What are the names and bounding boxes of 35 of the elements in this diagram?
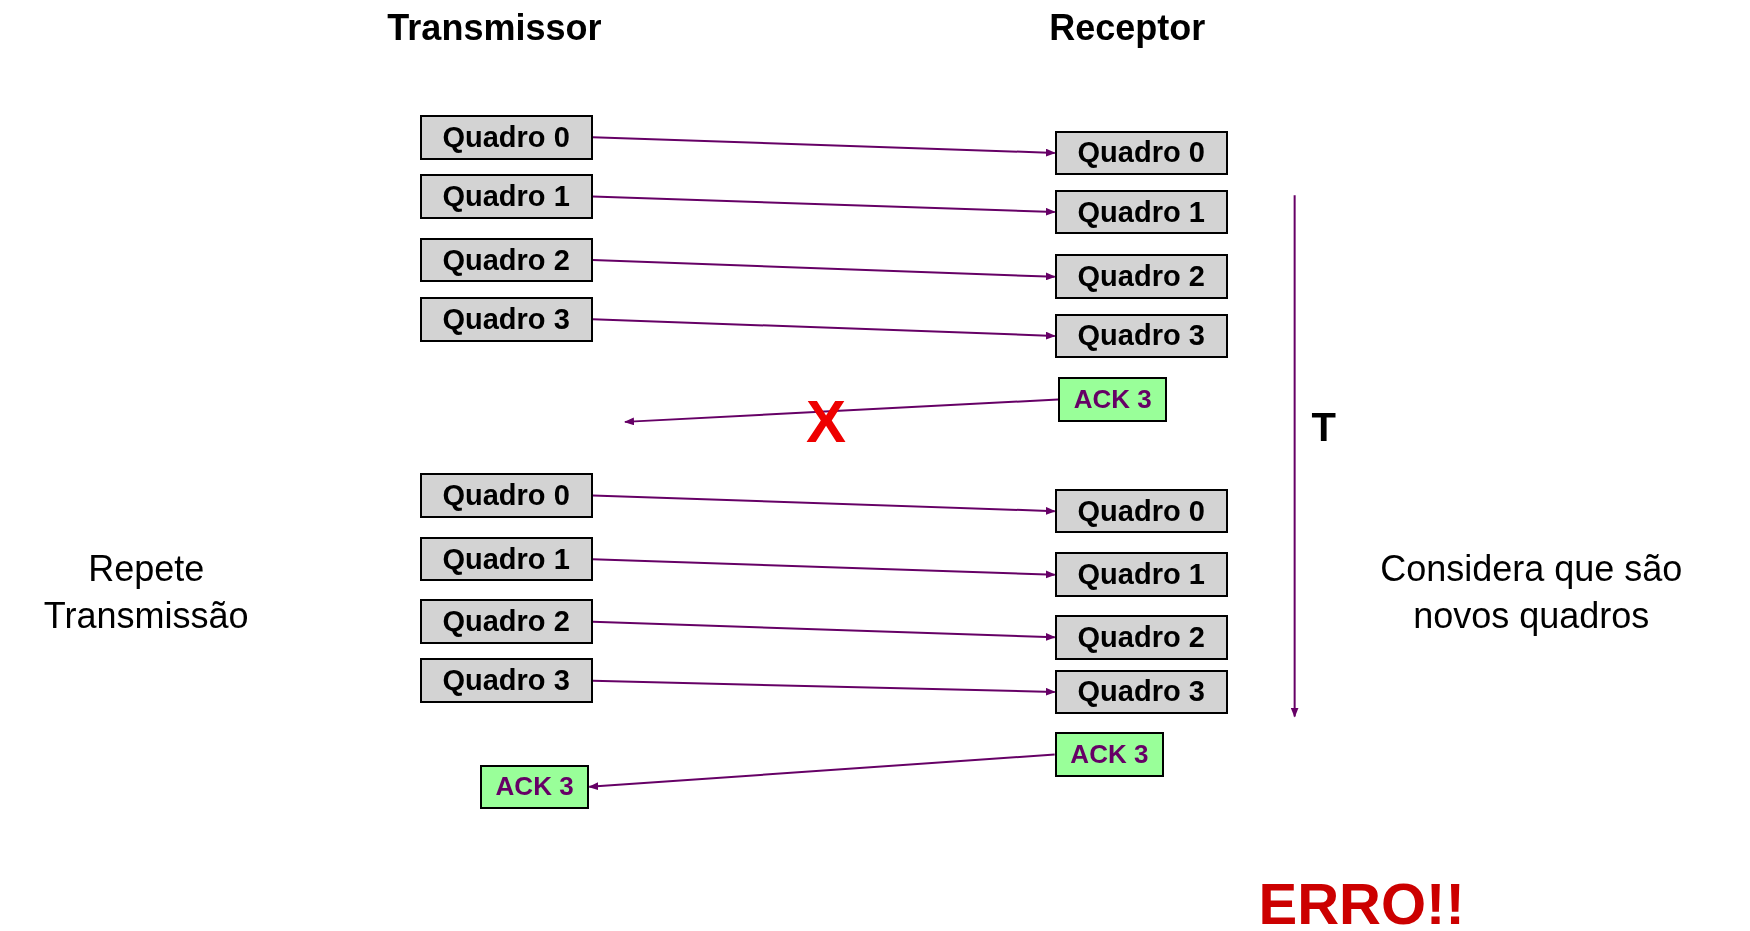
frame-box: Quadro 0	[419, 114, 593, 160]
ack-box: ACK 3	[479, 764, 590, 810]
arrow	[591, 195, 1056, 216]
frame-box: Quadro 3	[1054, 313, 1228, 359]
arrow	[591, 620, 1056, 641]
frame-box: Quadro 3	[1054, 669, 1228, 715]
frame-box: Quadro 3	[419, 658, 593, 704]
frame-box: Quadro 2	[419, 599, 593, 644]
frame-box: Quadro 1	[419, 536, 593, 582]
frame-box: Quadro 2	[419, 237, 593, 283]
arrow	[591, 259, 1056, 281]
error-text: ERRO!!	[1258, 870, 1465, 931]
frame-box: Quadro 3	[419, 296, 593, 342]
ack-box: ACK 3	[1054, 732, 1165, 777]
frame-box: Quadro 2	[1054, 254, 1228, 300]
frame-box: Quadro 1	[1054, 189, 1228, 235]
arrow	[591, 318, 1056, 340]
side-note: Repete Transmissão	[42, 546, 250, 638]
arrow	[624, 398, 1060, 426]
column-heading: Transmissor	[387, 5, 602, 50]
time-label: T	[1311, 404, 1336, 452]
arrow	[591, 679, 1056, 696]
arrow	[591, 136, 1056, 157]
frame-box: Quadro 0	[1054, 130, 1228, 176]
side-note: Considera que são novos quadros	[1379, 546, 1684, 638]
frame-box: Quadro 0	[419, 473, 593, 518]
column-heading: Receptor	[1049, 5, 1206, 50]
frame-box: Quadro 0	[1054, 488, 1228, 534]
frame-box: Quadro 1	[419, 174, 593, 219]
arrow	[591, 494, 1056, 515]
arrow	[591, 558, 1056, 579]
ack-box: ACK 3	[1058, 377, 1168, 422]
frame-box: Quadro 2	[1054, 614, 1228, 660]
frame-box: Quadro 1	[1054, 552, 1228, 598]
arrow	[588, 753, 1056, 791]
